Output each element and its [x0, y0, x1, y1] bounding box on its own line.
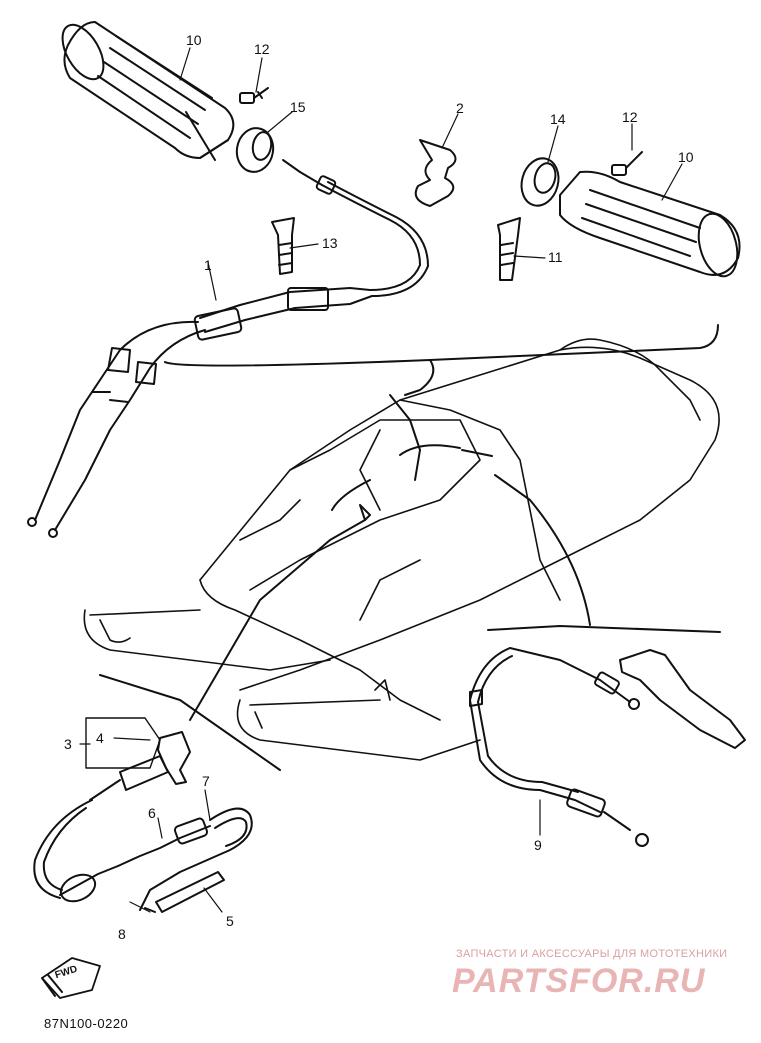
part-label-10-right: 10	[678, 149, 694, 165]
choke-cable-part	[33, 799, 253, 913]
throttle-cable-assembly-part	[27, 287, 373, 538]
part-label-4: 4	[96, 730, 104, 746]
collar-part	[235, 127, 275, 173]
left-grip-part	[61, 21, 235, 161]
right-grip-part	[559, 170, 741, 278]
fwd-arrow-icon	[41, 957, 101, 999]
callout-bracket-3	[85, 717, 161, 769]
part-label-6: 6	[148, 805, 156, 821]
snowmobile-body	[83, 338, 720, 761]
group-divider-top	[164, 324, 719, 367]
part-label-7: 7	[202, 773, 210, 789]
part-label-1: 1	[204, 257, 212, 273]
part-label-10-left: 10	[186, 32, 202, 48]
right-collar-part	[520, 157, 560, 207]
part-label-14: 14	[550, 111, 566, 127]
leader-lines	[79, 47, 683, 913]
part-label-9: 9	[534, 837, 542, 853]
switch-lever-part	[89, 731, 191, 801]
watermark-tagline: ЗАПЧАСТИ И АКСЕССУАРЫ ДЛЯ МОТОТЕХНИКИ	[456, 948, 728, 960]
throttle-cable-upper-part	[282, 159, 429, 297]
part-label-8: 8	[118, 926, 126, 942]
drawing-code: 87N100-0220	[44, 1016, 129, 1031]
part-label-13: 13	[322, 235, 338, 251]
pointer-arrow-top	[404, 359, 435, 396]
clip-part	[414, 139, 457, 207]
part-label-15: 15	[290, 99, 306, 115]
part-label-12-right: 12	[622, 109, 638, 125]
part-label-2: 2	[456, 100, 464, 116]
group-divider-lower-left	[99, 674, 281, 771]
arrow-head	[359, 504, 371, 521]
pointer-line-lower-left	[189, 519, 366, 721]
bolt-11-part	[497, 217, 521, 281]
brake-lever-part	[619, 649, 746, 749]
left-grip-screw-part	[239, 87, 269, 104]
brake-cable-part	[469, 647, 649, 847]
part-label-5: 5	[226, 913, 234, 929]
group-divider-lower-right	[487, 625, 721, 633]
bolt-13-part	[271, 217, 295, 275]
pointer-line-lower-right	[494, 474, 591, 626]
right-grip-screw-part	[611, 151, 643, 176]
watermark-brand: PARTSFOR.RU	[452, 962, 706, 1000]
part-label-11: 11	[548, 249, 563, 265]
part-label-3: 3	[64, 736, 72, 752]
part-label-12-left: 12	[254, 41, 270, 57]
